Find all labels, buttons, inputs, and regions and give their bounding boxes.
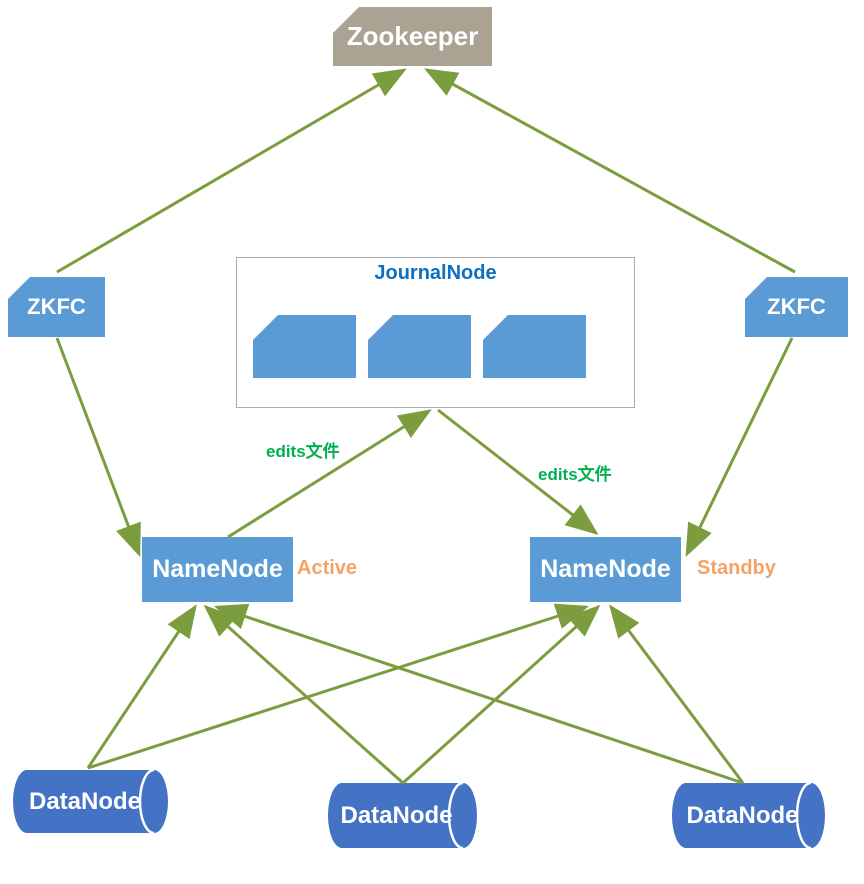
edge-zkfcright-namenodestandby: [685, 337, 794, 557]
journalnode-shape-1: [253, 315, 356, 378]
namenode-active-node: NameNode: [142, 537, 293, 602]
edge-datanode1-namenodestandby: [87, 603, 590, 770]
edge-namenodeactive-journalnode: [227, 409, 432, 539]
datanode-left-label: DataNode: [28, 787, 142, 815]
namenode-standby-node: NameNode: [530, 537, 681, 602]
datanode-right-label: DataNode: [686, 801, 799, 829]
journalnode-container: JournalNode: [236, 257, 635, 408]
edits-file-label-left: edits文件: [266, 442, 340, 461]
edge-zkfcleft-namenodeactive: [55, 337, 141, 558]
edits-file-label-right: edits文件: [538, 465, 612, 484]
zkfc-left-label: ZKFC: [27, 294, 86, 319]
edge-datanode3-namenodestandby: [609, 604, 745, 784]
edge-datanode2-namenodestandby: [401, 604, 601, 785]
datanode-middle-label: DataNode: [340, 801, 453, 829]
zkfc-right-label: ZKFC: [767, 294, 826, 319]
edge-zkfcleft-zookeeper: [56, 68, 407, 274]
edge-datanode2-namenodeactive: [203, 604, 404, 785]
edge-datanode1-namenodeactive: [86, 604, 197, 769]
journalnode-shape-2: [368, 315, 471, 378]
zookeeper-node: Zookeeper: [333, 7, 492, 66]
namenode-active-label: NameNode: [152, 555, 283, 583]
zookeeper-label: Zookeeper: [346, 21, 479, 51]
namenode-standby-label: NameNode: [540, 555, 671, 583]
namenode-standby-status: Standby: [697, 557, 776, 579]
zkfc-right-node: ZKFC: [745, 277, 848, 337]
journalnode-title: JournalNode: [374, 262, 497, 284]
zkfc-left-node: ZKFC: [8, 277, 105, 337]
namenode-active-status: Active: [297, 557, 358, 579]
edge-zkfcright-zookeeper: [424, 68, 796, 274]
journalnode-shape-3: [483, 315, 586, 378]
edge-datanode3-namenodeactive: [213, 603, 744, 785]
